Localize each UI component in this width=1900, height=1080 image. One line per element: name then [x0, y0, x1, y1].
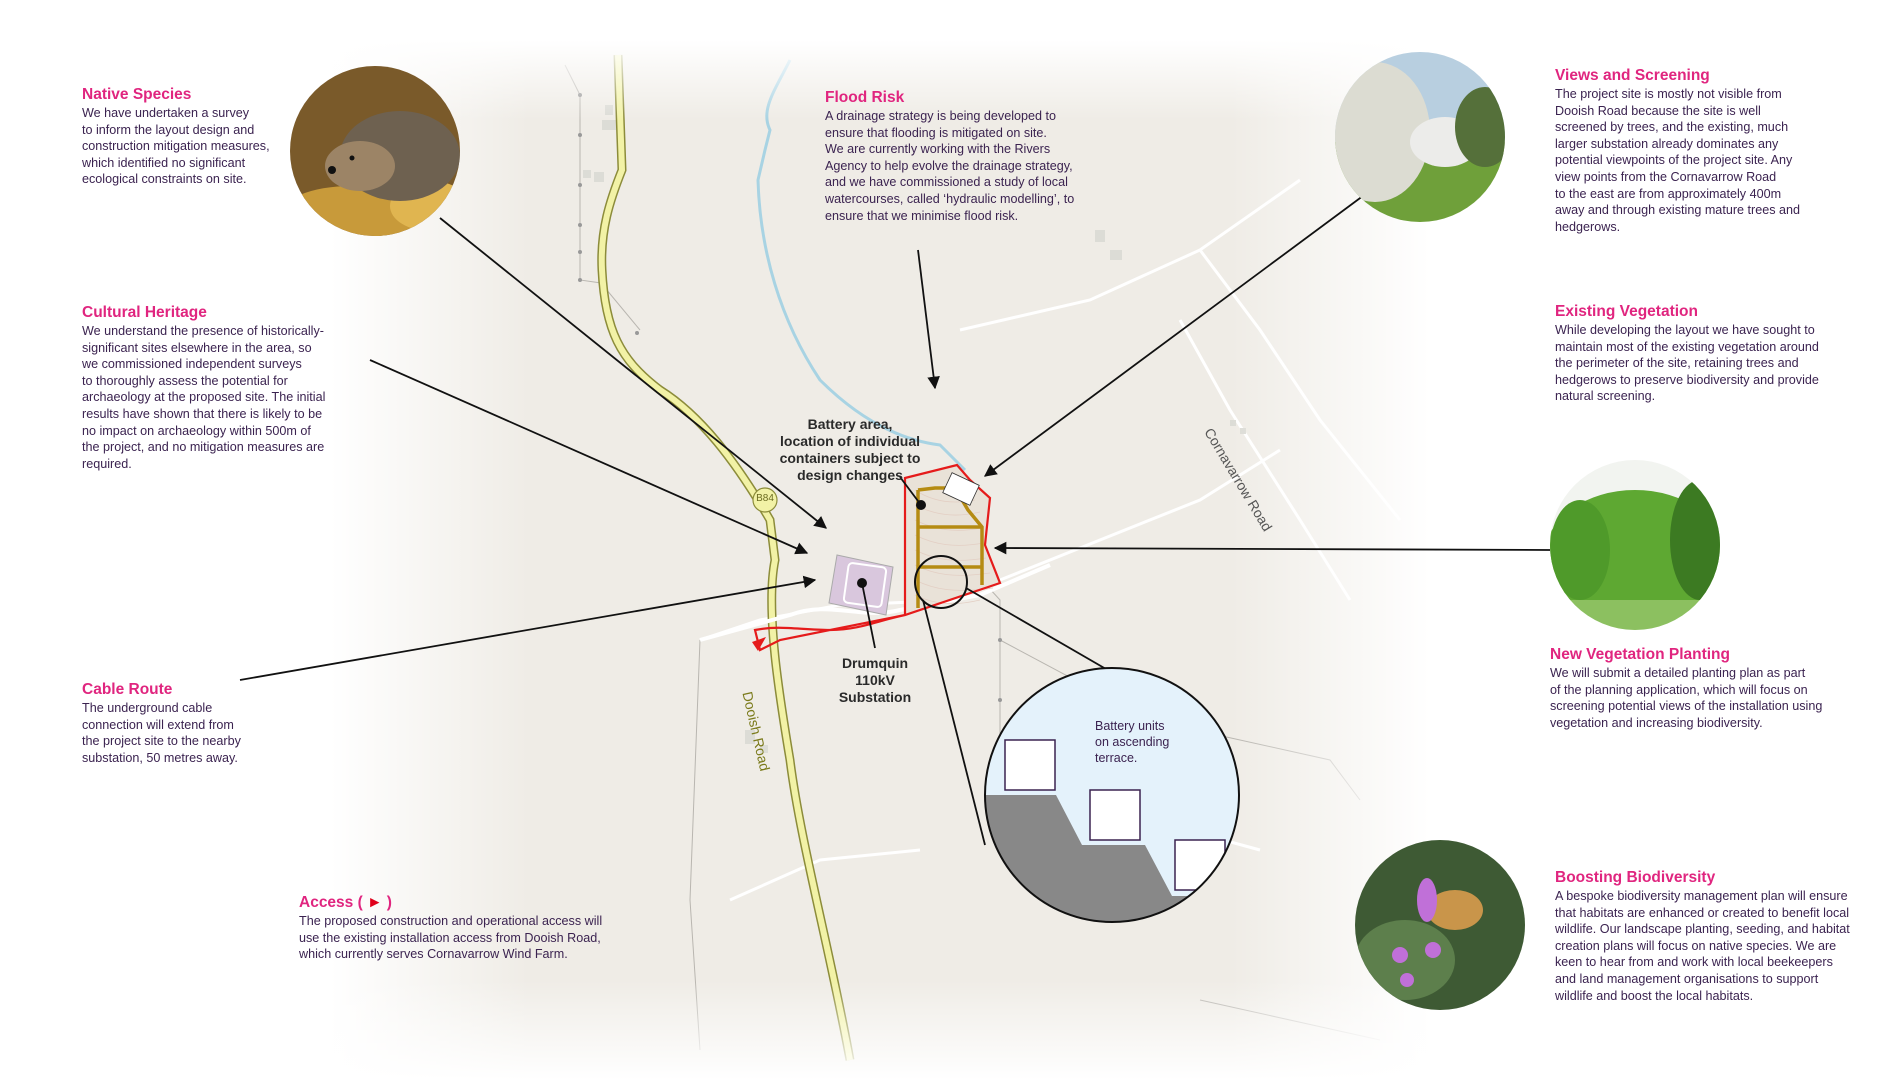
existing-vegetation-body: While developing the layout we have soug… [1555, 323, 1819, 404]
blossoming-trees-photo [1335, 52, 1505, 222]
panel-views-screening: Views and Screening The project site is … [1555, 66, 1855, 235]
cable-route-body: The underground cable connection will ex… [82, 701, 241, 765]
bee-on-flower-photo [1355, 840, 1525, 1010]
panel-flood-risk: Flood Risk A drainage strategy is being … [825, 88, 1115, 224]
views-screening-body: The project site is mostly not visible f… [1555, 87, 1801, 234]
inset-caption: Battery units on ascending terrace. [1095, 719, 1170, 765]
access-body: The proposed construction and operationa… [299, 914, 603, 962]
cable-route-title: Cable Route [82, 681, 173, 698]
new-vegetation-body: We will submit a detailed planting plan … [1550, 666, 1823, 730]
panel-native-species: Native Species We have undertaken a surv… [82, 85, 302, 188]
views-screening-title: Views and Screening [1555, 67, 1710, 84]
access-title: Access ( ► ) [299, 894, 392, 911]
cultural-heritage-body: We understand the presence of historical… [82, 324, 326, 471]
battery-area-label: Battery area, location of individual con… [779, 416, 921, 483]
new-vegetation-title: New Vegetation Planting [1550, 646, 1730, 663]
biodiversity-title: Boosting Biodiversity [1555, 869, 1716, 886]
panel-new-vegetation: New Vegetation Planting We will submit a… [1550, 645, 1870, 731]
cultural-heritage-title: Cultural Heritage [82, 304, 207, 321]
callout-arrows [239, 186, 1551, 846]
access-marker-icon [752, 637, 766, 651]
native-species-body: We have undertaken a survey to inform th… [82, 106, 270, 187]
panel-existing-vegetation: Existing Vegetation While developing the… [1555, 302, 1865, 405]
panel-cable-route: Cable Route The underground cable connec… [82, 680, 282, 766]
existing-vegetation-title: Existing Vegetation [1555, 303, 1698, 320]
biodiversity-body: A bespoke biodiversity management plan w… [1555, 889, 1850, 1003]
flood-risk-title: Flood Risk [825, 89, 905, 106]
substation-label: Drumquin 110kV Substation [838, 655, 912, 705]
flood-risk-body: A drainage strategy is being developed t… [825, 109, 1075, 223]
panel-cultural-heritage: Cultural Heritage We understand the pres… [82, 303, 372, 472]
green-shrubs-photo [1550, 460, 1720, 630]
b84-road-shield [752, 487, 778, 513]
access-road [699, 563, 1051, 642]
hedgehog-photo [290, 66, 460, 236]
panel-access: Access ( ► ) The proposed construction a… [299, 893, 659, 963]
b84-shield-label: B84 [756, 493, 774, 504]
panel-biodiversity: Boosting Biodiversity A bespoke biodiver… [1555, 868, 1885, 1004]
native-species-title: Native Species [82, 86, 192, 103]
access-arrow-icon: ► [367, 894, 383, 911]
